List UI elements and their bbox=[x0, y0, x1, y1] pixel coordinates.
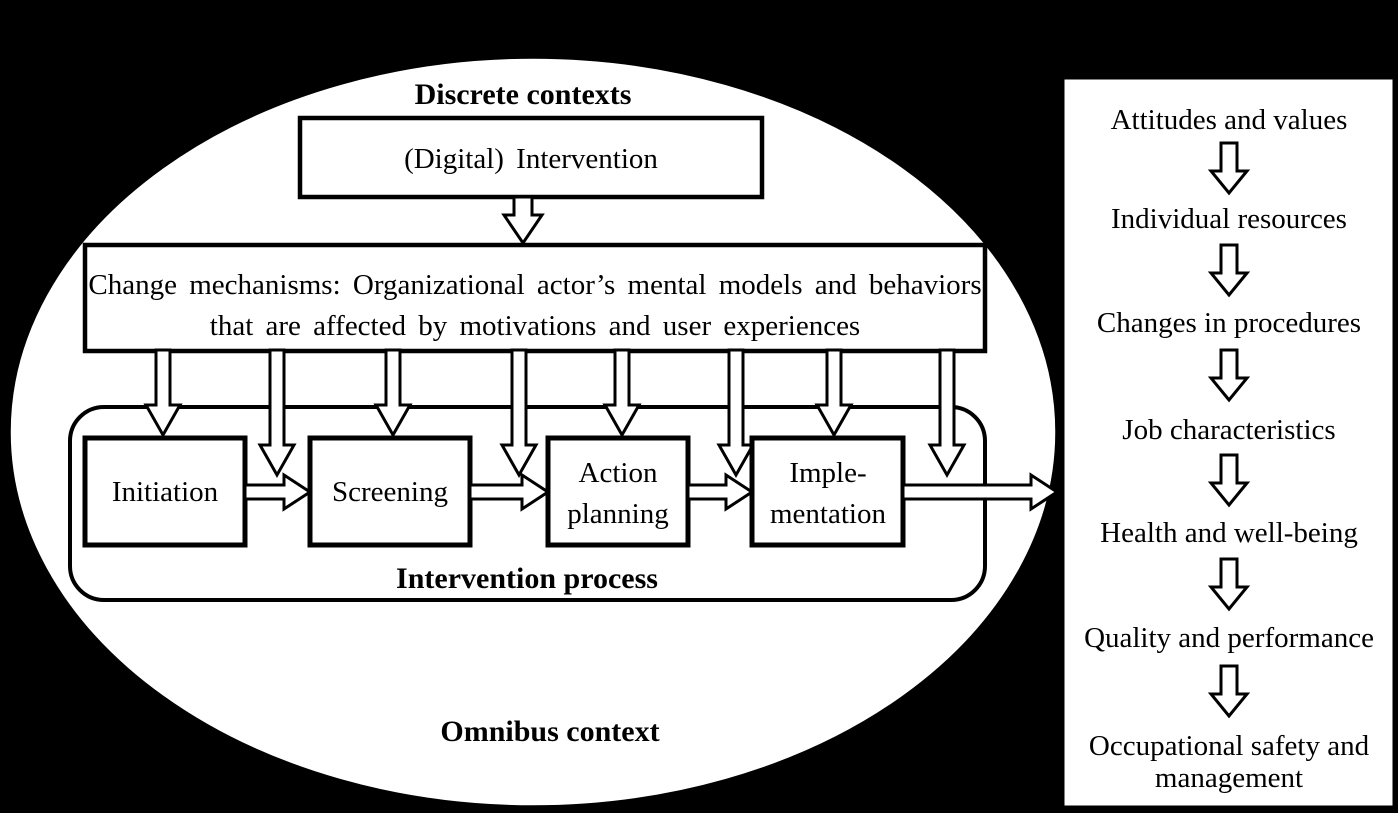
right-arrow-icon bbox=[468, 472, 551, 512]
process-step-initiation-box bbox=[82, 435, 248, 548]
down-arrow-icon bbox=[602, 348, 642, 439]
down-arrow-icon bbox=[1207, 557, 1251, 612]
process-step-screening-label: Screening bbox=[332, 476, 448, 508]
down-arrow-icon bbox=[1207, 348, 1251, 403]
change-mechanisms-box bbox=[82, 242, 988, 354]
down-arrow-icon bbox=[1207, 243, 1251, 298]
process-step-implementation-label-line2: mentation bbox=[770, 498, 886, 530]
outcome-item-occupational-safety-label-line1: Occupational safety and bbox=[1089, 730, 1370, 762]
process-step-action-planning-label-line2: planning bbox=[567, 498, 669, 530]
process-step-action-planning-box bbox=[545, 435, 691, 548]
outcome-item-health-wellbeing-label: Health and well-being bbox=[1100, 517, 1358, 549]
down-arrow-icon bbox=[814, 348, 854, 439]
outcome-item-quality-performance-label: Quality and performance bbox=[1084, 622, 1374, 654]
down-arrow-icon bbox=[927, 348, 967, 479]
right-arrow-icon bbox=[686, 472, 755, 512]
down-arrow-icon bbox=[1207, 453, 1251, 508]
intervention-process-label: Intervention process bbox=[396, 562, 658, 595]
process-step-action-planning-label-line1: Action bbox=[579, 457, 658, 489]
process-step-implementation-label-line1: Imple- bbox=[789, 457, 866, 489]
outcome-item-attitudes-label: Attitudes and values bbox=[1111, 104, 1348, 136]
down-arrow-icon bbox=[499, 348, 539, 479]
change-mechanisms-line1: Change mechanisms: Organizational actor’… bbox=[88, 269, 981, 301]
digital-intervention-label: (Digital) Intervention bbox=[404, 143, 658, 175]
outcome-item-job-characteristics-label: Job characteristics bbox=[1122, 414, 1335, 446]
right-arrow-icon bbox=[901, 472, 1060, 512]
down-arrow-icon bbox=[1207, 664, 1251, 719]
outcome-item-individual-resources-label: Individual resources bbox=[1111, 203, 1347, 235]
down-arrow-icon bbox=[501, 195, 545, 246]
outcome-item-changes-procedures-label: Changes in procedures bbox=[1097, 307, 1361, 339]
process-step-screening-box bbox=[307, 435, 473, 548]
process-step-implementation-box bbox=[749, 435, 906, 548]
omnibus-context-label: Omnibus context bbox=[440, 715, 659, 748]
down-arrow-icon bbox=[716, 348, 756, 479]
process-step-initiation-label: Initiation bbox=[112, 476, 219, 508]
discrete-contexts-label: Discrete contexts bbox=[415, 78, 632, 111]
outcome-item-occupational-safety-label-line2: management bbox=[1155, 762, 1303, 794]
change-mechanisms-line2: that are affected by motivations and use… bbox=[210, 310, 860, 342]
down-arrow-icon bbox=[373, 348, 413, 439]
down-arrow-icon bbox=[1207, 141, 1251, 196]
down-arrow-icon bbox=[257, 348, 297, 479]
right-arrow-icon bbox=[243, 472, 313, 512]
down-arrow-icon bbox=[143, 348, 183, 439]
